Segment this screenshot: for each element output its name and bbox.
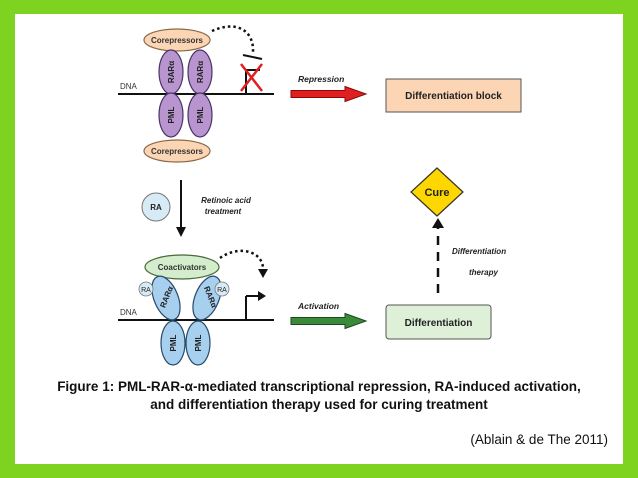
- pml-left-top: [158, 92, 184, 138]
- pml-right-bottom-label: PML: [194, 334, 203, 351]
- ra-bound-right: [214, 281, 230, 297]
- inhibition-bar: [242, 54, 263, 60]
- pml-right-bottom: [185, 320, 211, 366]
- corepressors-bottom-label: Corepressors: [151, 147, 204, 156]
- activation-label: Activation: [297, 301, 339, 311]
- pml-left-bottom: [160, 320, 186, 366]
- figure-caption: Figure 1: PML-RAR-α-mediated transcripti…: [0, 378, 638, 414]
- repression-complex: Corepressors DNA RARα RARα PML PML Corep…: [118, 25, 274, 163]
- pml-right-top-label: PML: [196, 106, 205, 123]
- corepressors-bottom: [143, 139, 211, 163]
- treatment-label-line2: treatment: [205, 207, 242, 216]
- differentiation-label: Differentiation: [405, 318, 473, 329]
- rar-right-bottom: [192, 275, 222, 321]
- differentiation-block-box: [385, 78, 522, 113]
- slide-panel: [15, 14, 623, 464]
- promoter-arrowhead: [258, 291, 266, 301]
- ra-bound-left-label: RA: [141, 287, 151, 294]
- dna-label-bottom: DNA: [120, 308, 138, 317]
- corepressors-top-label: Corepressors: [151, 36, 204, 45]
- ra-molecule-label: RA: [150, 203, 162, 212]
- rar-right-top-label: RARα: [196, 61, 205, 83]
- pml-left-top-label: PML: [167, 106, 176, 123]
- inhibition-curve: [211, 25, 255, 53]
- caption-line-2: and differentiation therapy used for cur…: [150, 397, 488, 412]
- therapy-label-line2: therapy: [469, 268, 498, 277]
- ra-bound-right-label: RA: [217, 287, 227, 294]
- coactivators: [144, 254, 220, 280]
- dna-label-top: DNA: [120, 82, 138, 91]
- cure-label: Cure: [424, 187, 449, 199]
- differentiation-block-label: Differentiation block: [405, 91, 502, 102]
- cure-diamond: [410, 167, 464, 217]
- therapy-label-line1: Differentiation: [452, 247, 506, 256]
- activation-complex: Coactivators DNA RARα RARα RA RA PML PML: [118, 249, 274, 366]
- therapy-arrowhead: [432, 218, 444, 228]
- caption-line-1: Figure 1: PML-RAR-α-mediated transcripti…: [57, 379, 581, 394]
- ra-molecule: [141, 192, 171, 222]
- coactivators-label: Coactivators: [158, 263, 207, 272]
- repression-arrow: [290, 85, 368, 103]
- activation-arrow: [290, 312, 368, 330]
- activation-curve: [219, 249, 265, 271]
- corepressors-top: [143, 28, 211, 52]
- repression-label: Repression: [298, 74, 344, 84]
- treatment-label-line1: Retinoic acid: [201, 196, 252, 205]
- rar-left-bottom: [151, 275, 181, 321]
- rar-left-top-label: RARα: [167, 61, 176, 83]
- differentiation-box: [385, 304, 492, 340]
- citation: (Ablain & de The 2011): [470, 432, 608, 447]
- pml-right-top: [187, 92, 213, 138]
- blocked-x-icon: [240, 63, 263, 92]
- pml-left-bottom-label: PML: [169, 334, 178, 351]
- activation-curve-head: [258, 269, 268, 278]
- ra-bound-left: [138, 281, 154, 297]
